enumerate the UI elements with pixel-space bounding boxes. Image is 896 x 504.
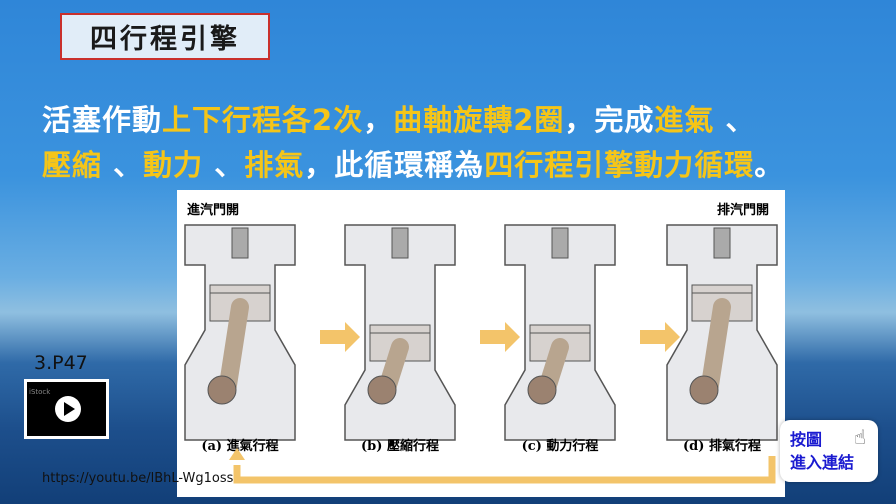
description-segment: 動力 <box>143 148 204 182</box>
stroke-label: (a) 進氣行程 <box>201 438 278 454</box>
description-line-1: 活塞作動上下行程各2次，曲軸旋轉2圈，完成進氣 、 <box>42 98 882 143</box>
description-segment: 曲軸旋轉2圈 <box>393 103 565 137</box>
description-segment: ，完成 <box>564 103 655 137</box>
description: 活塞作動上下行程各2次，曲軸旋轉2圈，完成進氣 、 壓縮 、動力 、排氣，此循環… <box>42 98 882 188</box>
description-segment: 壓縮 <box>42 148 103 182</box>
description-segment: 活塞作動 <box>42 103 163 137</box>
stroke-label: (b) 壓縮行程 <box>361 438 439 454</box>
description-segment: 排氣 <box>244 148 305 182</box>
description-segment: 、 <box>714 103 756 137</box>
link-line-2: 進入連結 <box>790 453 855 472</box>
description-segment: 進氣 <box>654 103 715 137</box>
intake-valve-label: 進汽門開 <box>187 202 239 218</box>
hand-pointer-icon: ☝ <box>853 425 866 449</box>
next-stroke-arrow <box>480 322 520 352</box>
link-line-1: 按圖 <box>790 430 823 449</box>
play-icon[interactable] <box>55 396 81 422</box>
description-segment: 、 <box>203 148 245 182</box>
stroke-label: (c) 動力行程 <box>522 438 599 454</box>
cycle-return-arrow <box>233 456 776 484</box>
slide-title: 四行程引擎 <box>60 13 270 60</box>
video-url-link[interactable]: https://youtu.be/lBhL-Wg1oss <box>42 471 234 486</box>
description-segment: 。 <box>754 148 785 182</box>
description-segment: 上下行程各2次 <box>162 103 364 137</box>
description-line-2: 壓縮 、動力 、排氣，此循環稱為四行程引擎動力循環。 <box>42 143 882 188</box>
description-segment: 四行程引擎動力循環 <box>484 148 755 182</box>
description-segment: 、 <box>102 148 144 182</box>
description-segment: ，此循環稱為 <box>304 148 485 182</box>
engine-stroke-2: (b) 壓縮行程 <box>344 224 456 454</box>
engine-diagram-svg: 進汽門開 排汽門開 (a) 進氣行程 (b) 壓縮行程 (c) 動力行程 (d)… <box>184 202 778 484</box>
next-stroke-arrow <box>320 322 360 352</box>
exhaust-valve-label: 排汽門開 <box>717 202 769 218</box>
page-reference: 3.P47 <box>34 352 88 374</box>
video-thumbnail[interactable]: iStock <box>24 379 109 439</box>
next-stroke-arrow <box>640 322 680 352</box>
description-segment: ， <box>363 103 394 137</box>
engine-stroke-4: (d) 排氣行程 <box>666 224 778 454</box>
engine-stroke-3: (c) 動力行程 <box>504 224 616 454</box>
four-stroke-diagram[interactable]: 進汽門開 排汽門開 (a) 進氣行程 (b) 壓縮行程 (c) 動力行程 (d)… <box>177 190 785 497</box>
stroke-label: (d) 排氣行程 <box>683 438 761 454</box>
enter-link-button[interactable]: 按圖 進入連結 ☝ <box>780 420 878 482</box>
engine-stroke-1: (a) 進氣行程 <box>184 224 296 454</box>
cycle-arrow-head <box>229 448 245 460</box>
video-watermark: iStock <box>29 388 51 396</box>
